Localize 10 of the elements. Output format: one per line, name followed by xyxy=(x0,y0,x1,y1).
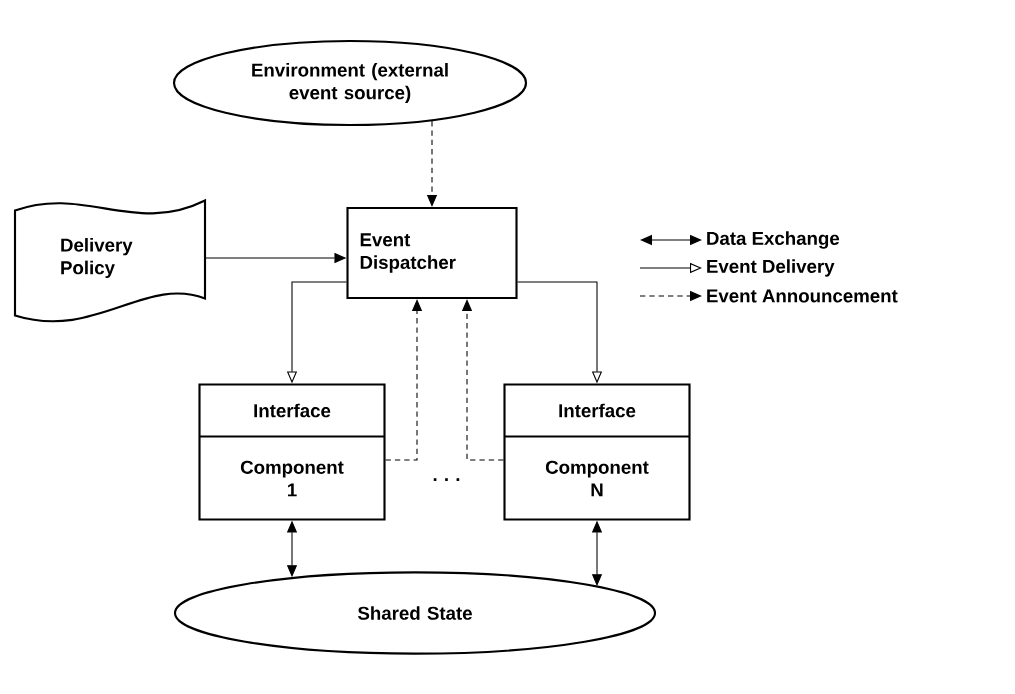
component-box: Interface Component 1 xyxy=(198,383,386,521)
legend-label: Event Announcement xyxy=(707,289,898,303)
arrow xyxy=(461,299,504,461)
ellipse-node: Shared State xyxy=(173,571,657,655)
ellipsis-dots: · · · xyxy=(433,478,460,481)
legend-label: Data Exchange xyxy=(707,231,840,249)
process-box: Event Dispatcher xyxy=(346,206,518,300)
ellipse-node: Environment (external event source) xyxy=(172,39,528,127)
component-box: Interface Component N xyxy=(503,383,691,521)
legend-label: Event Delivery xyxy=(707,259,835,277)
